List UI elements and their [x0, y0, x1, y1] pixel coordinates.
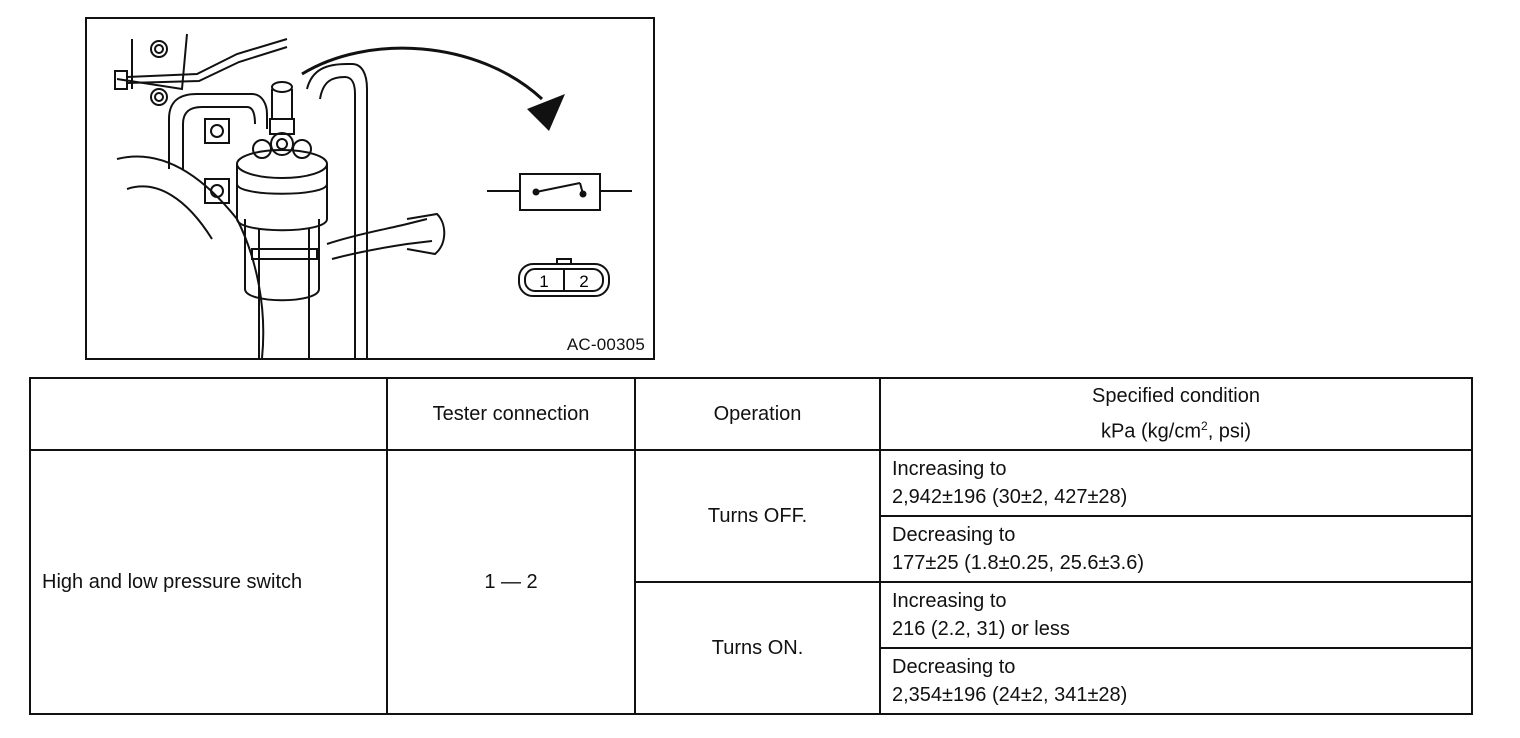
units-superscript: 2: [1201, 419, 1208, 434]
component-cell: High and low pressure switch: [29, 449, 388, 715]
figure-id: AC-00305: [566, 335, 645, 354]
condition-value: 216 (2.2, 31) or less: [892, 618, 1070, 640]
header-operation: Operation: [634, 377, 881, 451]
switch-illustration: 1 2 AC-00305: [85, 17, 655, 360]
condition-cell: Increasing to 216 (2.2, 31) or less: [879, 581, 1473, 649]
header-specified-condition: Specified condition kPa (kg/cm2, psi): [879, 377, 1473, 451]
condition-value: 2,354±196 (24±2, 341±28): [892, 684, 1128, 706]
table-row: High and low pressure switch 1 — 2 Turns…: [29, 449, 1473, 715]
header-blank: [29, 377, 388, 451]
condition-direction: Decreasing to: [892, 656, 1016, 678]
connection-cell: 1 — 2: [386, 449, 636, 715]
pressure-switch-drawing: 1 2: [114, 33, 632, 358]
specification-table: Tester connection Operation Specified co…: [29, 377, 1473, 715]
condition-direction: Decreasing to: [892, 524, 1016, 546]
operation-off-cell: Turns OFF.: [634, 449, 881, 583]
condition-value: 2,942±196 (30±2, 427±28): [892, 486, 1128, 508]
table-row: Turns ON. Increasing to 216 (2.2, 31) or…: [30, 581, 1473, 715]
units-prefix: kPa (kg/cm: [1100, 420, 1201, 443]
operation-on-cell: Turns ON.: [634, 581, 881, 715]
connector-pin-1: 1: [539, 272, 548, 291]
condition-cell: Decreasing to 2,354±196 (24±2, 341±28): [879, 647, 1473, 715]
table-row: Decreasing to 177±25 (1.8±0.25, 25.6±3.6…: [30, 515, 1473, 583]
condition-value: 177±25 (1.8±0.25, 25.6±3.6): [892, 552, 1144, 574]
condition-cell: Increasing to 2,942±196 (30±2, 427±28): [879, 449, 1473, 517]
condition-direction: Increasing to: [892, 590, 1007, 612]
table-row: Decreasing to 2,354±196 (24±2, 341±28): [30, 647, 1473, 715]
header-tester-connection: Tester connection: [386, 377, 636, 451]
condition-cell: Decreasing to 177±25 (1.8±0.25, 25.6±3.6…: [879, 515, 1473, 583]
units-suffix: , psi): [1207, 420, 1252, 443]
header-units: kPa (kg/cm2, psi): [881, 411, 1471, 447]
connector-pin-2: 2: [579, 272, 588, 291]
condition-direction: Increasing to: [892, 458, 1007, 480]
header-specified-condition-label: Specified condition: [1092, 385, 1260, 408]
table-header-row: Tester connection Operation Specified co…: [29, 377, 1473, 451]
